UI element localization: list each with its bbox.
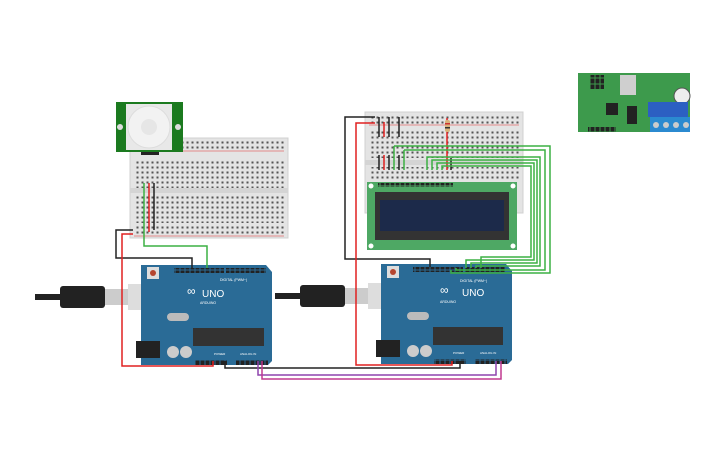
wire-red[interactable]: [355, 122, 453, 366]
lcd-screen: [380, 200, 504, 231]
arduino-logo-icon: ∞: [440, 283, 449, 297]
analog-label: ANALOG IN: [240, 352, 256, 356]
power-label: POWER: [214, 352, 226, 356]
power-label: POWER: [453, 351, 465, 355]
arduino-uno-1[interactable]: UNO ARDUINO DIGITAL (PWM~) ∞ POWER ANALO…: [136, 265, 272, 365]
board-brand-label: ARDUINO: [440, 300, 456, 304]
lcd-16x2[interactable]: [367, 182, 517, 250]
pir-sensor[interactable]: [116, 102, 183, 155]
digital-label: DIGITAL (PWM~): [220, 278, 247, 282]
wire-purple[interactable]: [257, 361, 497, 376]
wire-red[interactable]: [121, 233, 214, 367]
board-brand-label: ARDUINO: [200, 301, 216, 305]
resistor[interactable]: [445, 118, 450, 170]
wire-black[interactable]: [224, 361, 461, 369]
board-model-label: UNO: [202, 289, 224, 300]
wire-green[interactable]: [143, 183, 208, 268]
wire-black[interactable]: [344, 116, 431, 267]
wire-magenta[interactable]: [261, 361, 502, 380]
wires: [115, 116, 551, 380]
wire-black[interactable]: [115, 229, 193, 268]
analog-label: ANALOG IN: [480, 351, 496, 355]
digital-label: DIGITAL (PWM~): [460, 279, 487, 283]
breadboard-1[interactable]: [129, 137, 289, 239]
motor-driver-module[interactable]: [578, 73, 691, 132]
arduino-logo-icon: ∞: [187, 284, 196, 298]
arduino-uno-2[interactable]: UNO ARDUINO DIGITAL (PWM~) ∞ POWER ANALO…: [376, 264, 512, 364]
wire-green-bundle[interactable]: [393, 145, 551, 274]
board-model-label: UNO: [462, 288, 484, 299]
